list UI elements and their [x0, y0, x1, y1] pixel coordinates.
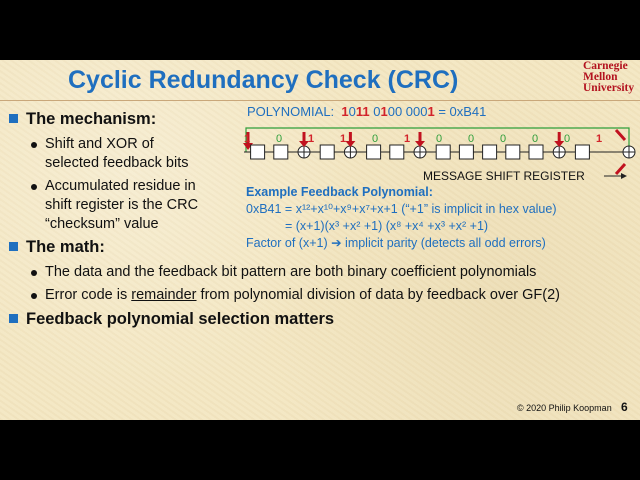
sub-bullet: Accumulated residue in shift register is…	[31, 177, 199, 234]
poly-bit: 0	[348, 104, 356, 119]
poly-bit: 1	[380, 104, 388, 119]
feedback-bit: 0	[500, 133, 506, 145]
poly-bit: 1	[427, 104, 435, 119]
sub-bullet-line: selected feedback bits	[45, 155, 189, 171]
title-divider	[0, 100, 640, 101]
example-block: Example Feedback Polynomial: 0xB41 = x¹²…	[246, 184, 557, 252]
sub-bullet-text: Error code is	[45, 287, 132, 303]
copyright: © 2020 Philip Koopman	[517, 403, 612, 413]
poly-bit: 0	[369, 104, 381, 119]
poly-bit: 00 000	[387, 104, 428, 119]
feedback-bit: 1	[308, 133, 314, 145]
dot-bullet-icon	[31, 184, 37, 190]
feedback-bit: 0	[276, 133, 282, 145]
square-bullet-icon	[9, 314, 18, 323]
feedback-bit: 0	[564, 133, 570, 145]
feedback-bit: 1	[404, 133, 410, 145]
register-cell	[435, 144, 451, 160]
logo-line: University	[583, 82, 635, 94]
poly-hex: = 0xB41	[434, 104, 487, 119]
bullet-math: The math:	[9, 238, 105, 257]
example-line: Factor of (x+1) ➔ implicit parity (detec…	[246, 236, 546, 250]
polynomial-label: POLYNOMIAL: 1011 0100 0001 = 0xB41	[247, 104, 486, 119]
underlined-term: remainder	[131, 287, 197, 303]
poly-bit: 1	[341, 104, 349, 119]
register-cell	[505, 144, 521, 160]
example-line: = (x+1)(x³ +x² +1) (x⁸ +x⁴ +x³ +x² +1)	[285, 219, 489, 233]
sub-bullet-line: Accumulated residue in	[45, 178, 196, 194]
bullet-selection: Feedback polynomial selection matters	[9, 310, 335, 329]
slide-title: Cyclic Redundancy Check (CRC)	[68, 66, 459, 94]
bullet-heading: Feedback polynomial selection matters	[26, 310, 335, 328]
sub-bullet-text: The data and the feedback bit pattern ar…	[45, 264, 537, 280]
tap-arrow	[614, 128, 627, 142]
register-label: MESSAGE SHIFT REGISTER	[423, 169, 585, 183]
sub-bullet: The data and the feedback bit pattern ar…	[31, 263, 537, 282]
tap-arrow	[614, 162, 627, 176]
register-cell	[319, 144, 335, 160]
feedback-bit: 0	[532, 133, 538, 145]
tap-arrow-head	[554, 141, 565, 147]
sub-bullet-line: Shift and XOR of	[45, 136, 154, 152]
register-cell	[366, 144, 382, 160]
logo-line: Mellon	[583, 71, 618, 83]
sub-bullet-line: “checksum” value	[45, 216, 159, 232]
sub-bullet: Shift and XOR of selected feedback bits	[31, 135, 189, 173]
slide: Cyclic Redundancy Check (CRC) Carnegie M…	[0, 60, 640, 420]
tap-arrow-head	[345, 141, 356, 147]
feedback-line	[245, 127, 630, 152]
feedback-bit: 0	[468, 133, 474, 145]
bullet-heading: The mechanism:	[26, 110, 157, 128]
feedback-bit: 0	[436, 133, 442, 145]
logo-line: Carnegie	[583, 60, 628, 72]
register-cell	[482, 144, 498, 160]
dot-bullet-icon	[31, 142, 37, 148]
tap-arrow-head	[299, 141, 309, 147]
bullet-heading: The math:	[26, 238, 105, 256]
feedback-bit: 0	[372, 133, 378, 145]
page-number: 6	[621, 400, 628, 414]
example-line: 0xB41 = x¹²+x¹⁰+x⁹+x⁷+x+1 (“+1” is impli…	[246, 202, 557, 216]
register-cell	[528, 144, 544, 160]
dot-bullet-icon	[31, 293, 37, 299]
register-cell	[250, 144, 266, 160]
polynomial-caption: POLYNOMIAL:	[247, 104, 335, 119]
shift-register-diagram: 1 0 1 1 0 1 0 0 0 0 0 1 MESSAGE SHIFT REGISTER	[243, 127, 636, 183]
example-heading: Example Feedback Polynomial:	[246, 185, 433, 199]
sub-bullet: Error code is remainder from polynomial …	[31, 286, 560, 305]
register-cell	[389, 144, 405, 160]
square-bullet-icon	[9, 114, 18, 123]
square-bullet-icon	[9, 242, 18, 251]
cmu-logo: Carnegie Mellon University	[583, 60, 639, 94]
feedback-bit: 1	[596, 133, 602, 145]
sub-bullet-line: shift register is the CRC	[45, 197, 199, 213]
dot-bullet-icon	[31, 270, 37, 276]
register-cell	[574, 144, 590, 160]
tap-arrow-head	[415, 141, 425, 147]
sub-bullet-text: from polynomial division of data by feed…	[196, 287, 560, 303]
register-cell	[273, 144, 289, 160]
bullet-mechanism: The mechanism:	[9, 110, 157, 129]
feedback-bit: 1	[340, 133, 346, 145]
register-cell	[458, 144, 474, 160]
feedback-bit: 1	[244, 133, 250, 145]
poly-bit: 11	[355, 104, 370, 119]
